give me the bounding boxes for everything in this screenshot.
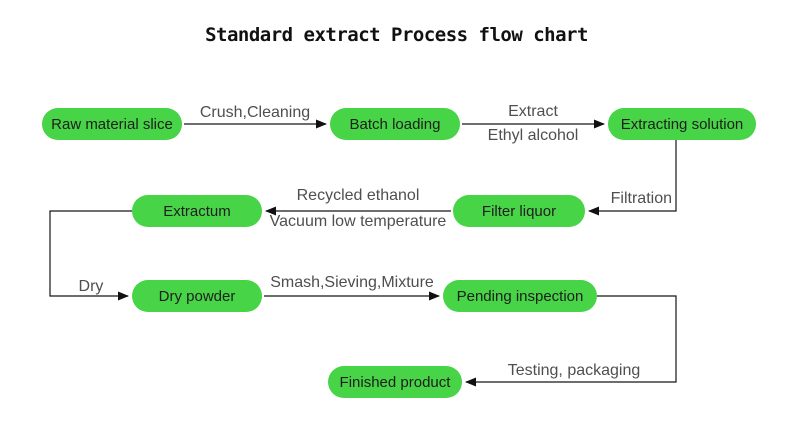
node-dry-powder: Dry powder — [132, 280, 262, 312]
node-label: Batch loading — [349, 115, 441, 133]
node-extractum: Extractum — [132, 195, 262, 227]
node-finished-product: Finished product — [328, 366, 462, 398]
node-label: Raw material slice — [51, 115, 173, 133]
edge-label-extract: Extract — [508, 103, 558, 120]
edge-extracting-to-filter — [588, 140, 677, 216]
edge-label-crush-cleaning: Crush,Cleaning — [199, 104, 311, 121]
node-label: Finished product — [339, 373, 451, 391]
node-label: Extractum — [163, 202, 231, 220]
edge-label-smash-sieving-mixture: Smash,Sieving,Mixture — [270, 274, 434, 291]
page-title: Standard extract Process flow chart — [205, 24, 588, 46]
edge-label-filtration: Filtration — [610, 190, 672, 207]
edge-label-recycled-ethanol: Recycled ethanol — [296, 187, 420, 204]
node-filter-liquor: Filter liquor — [453, 195, 585, 227]
node-label: Extracting solution — [620, 115, 744, 133]
edge-label-dry: Dry — [78, 278, 104, 295]
edge-label-ethyl-alcohol: Ethyl alcohol — [487, 127, 579, 144]
node-label: Filter liquor — [481, 202, 557, 220]
edge-label-vacuum-low-temp: Vacuum low temperature — [269, 213, 447, 230]
edge-pending-to-finished — [465, 295, 677, 387]
node-label: Pending inspection — [456, 287, 584, 305]
node-raw-material-slice: Raw material slice — [42, 108, 182, 140]
edge-extractum-to-drypowder — [49, 210, 132, 301]
edge-label-testing-packaging: Testing, packaging — [507, 362, 641, 379]
node-extracting-solution: Extracting solution — [608, 108, 756, 140]
node-pending-inspection: Pending inspection — [443, 280, 597, 312]
node-batch-loading: Batch loading — [330, 108, 460, 140]
node-label: Dry powder — [158, 287, 236, 305]
